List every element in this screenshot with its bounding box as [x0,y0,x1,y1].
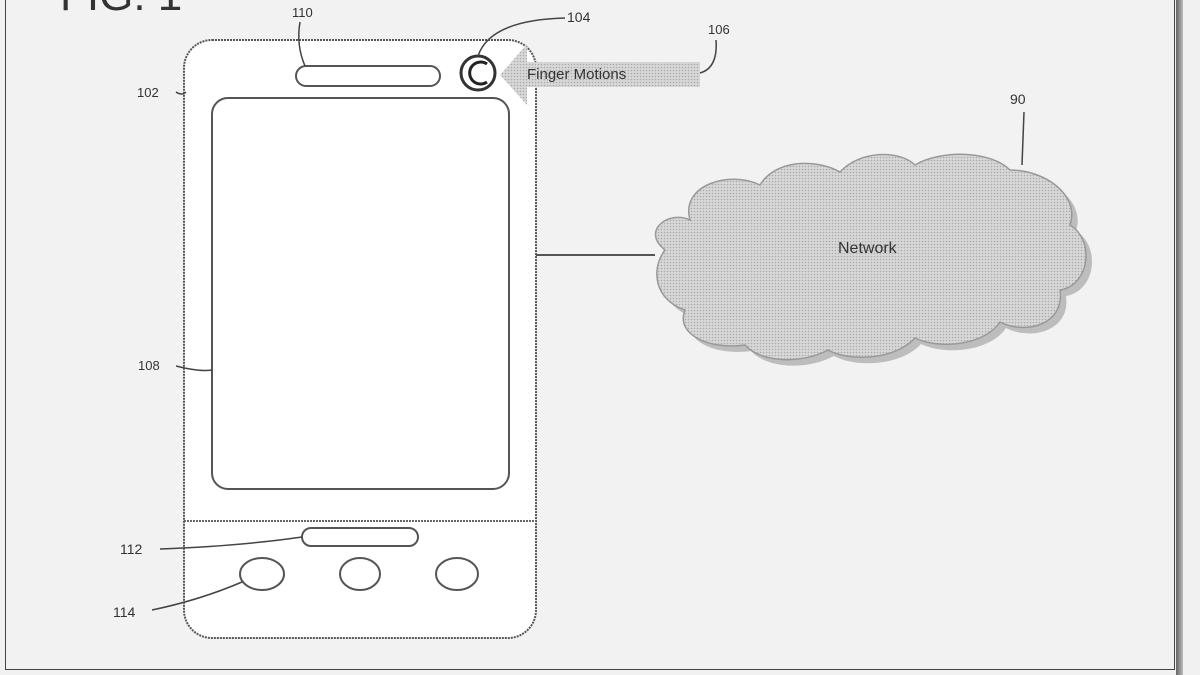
button-left [239,557,285,591]
label-108: 108 [138,358,160,373]
label-102: 102 [137,85,159,100]
finger-motion-arrow [500,44,700,105]
label-106: 106 [708,22,730,37]
network-cloud [654,153,1093,366]
network-label: Network [838,240,898,257]
finger-motions-label: Finger Motions [527,66,626,83]
figure-title: FIG. 1 [60,0,182,20]
sensor-icon [468,60,488,86]
button-right [435,557,479,591]
label-110: 110 [292,5,313,20]
screen [211,97,510,490]
label-104: 104 [567,9,591,25]
label-112: 112 [120,541,143,557]
frame-shadow [1176,0,1183,675]
label-114: 114 [113,604,136,620]
label-90: 90 [1010,91,1026,107]
button-middle [339,557,381,591]
speaker [295,65,441,87]
